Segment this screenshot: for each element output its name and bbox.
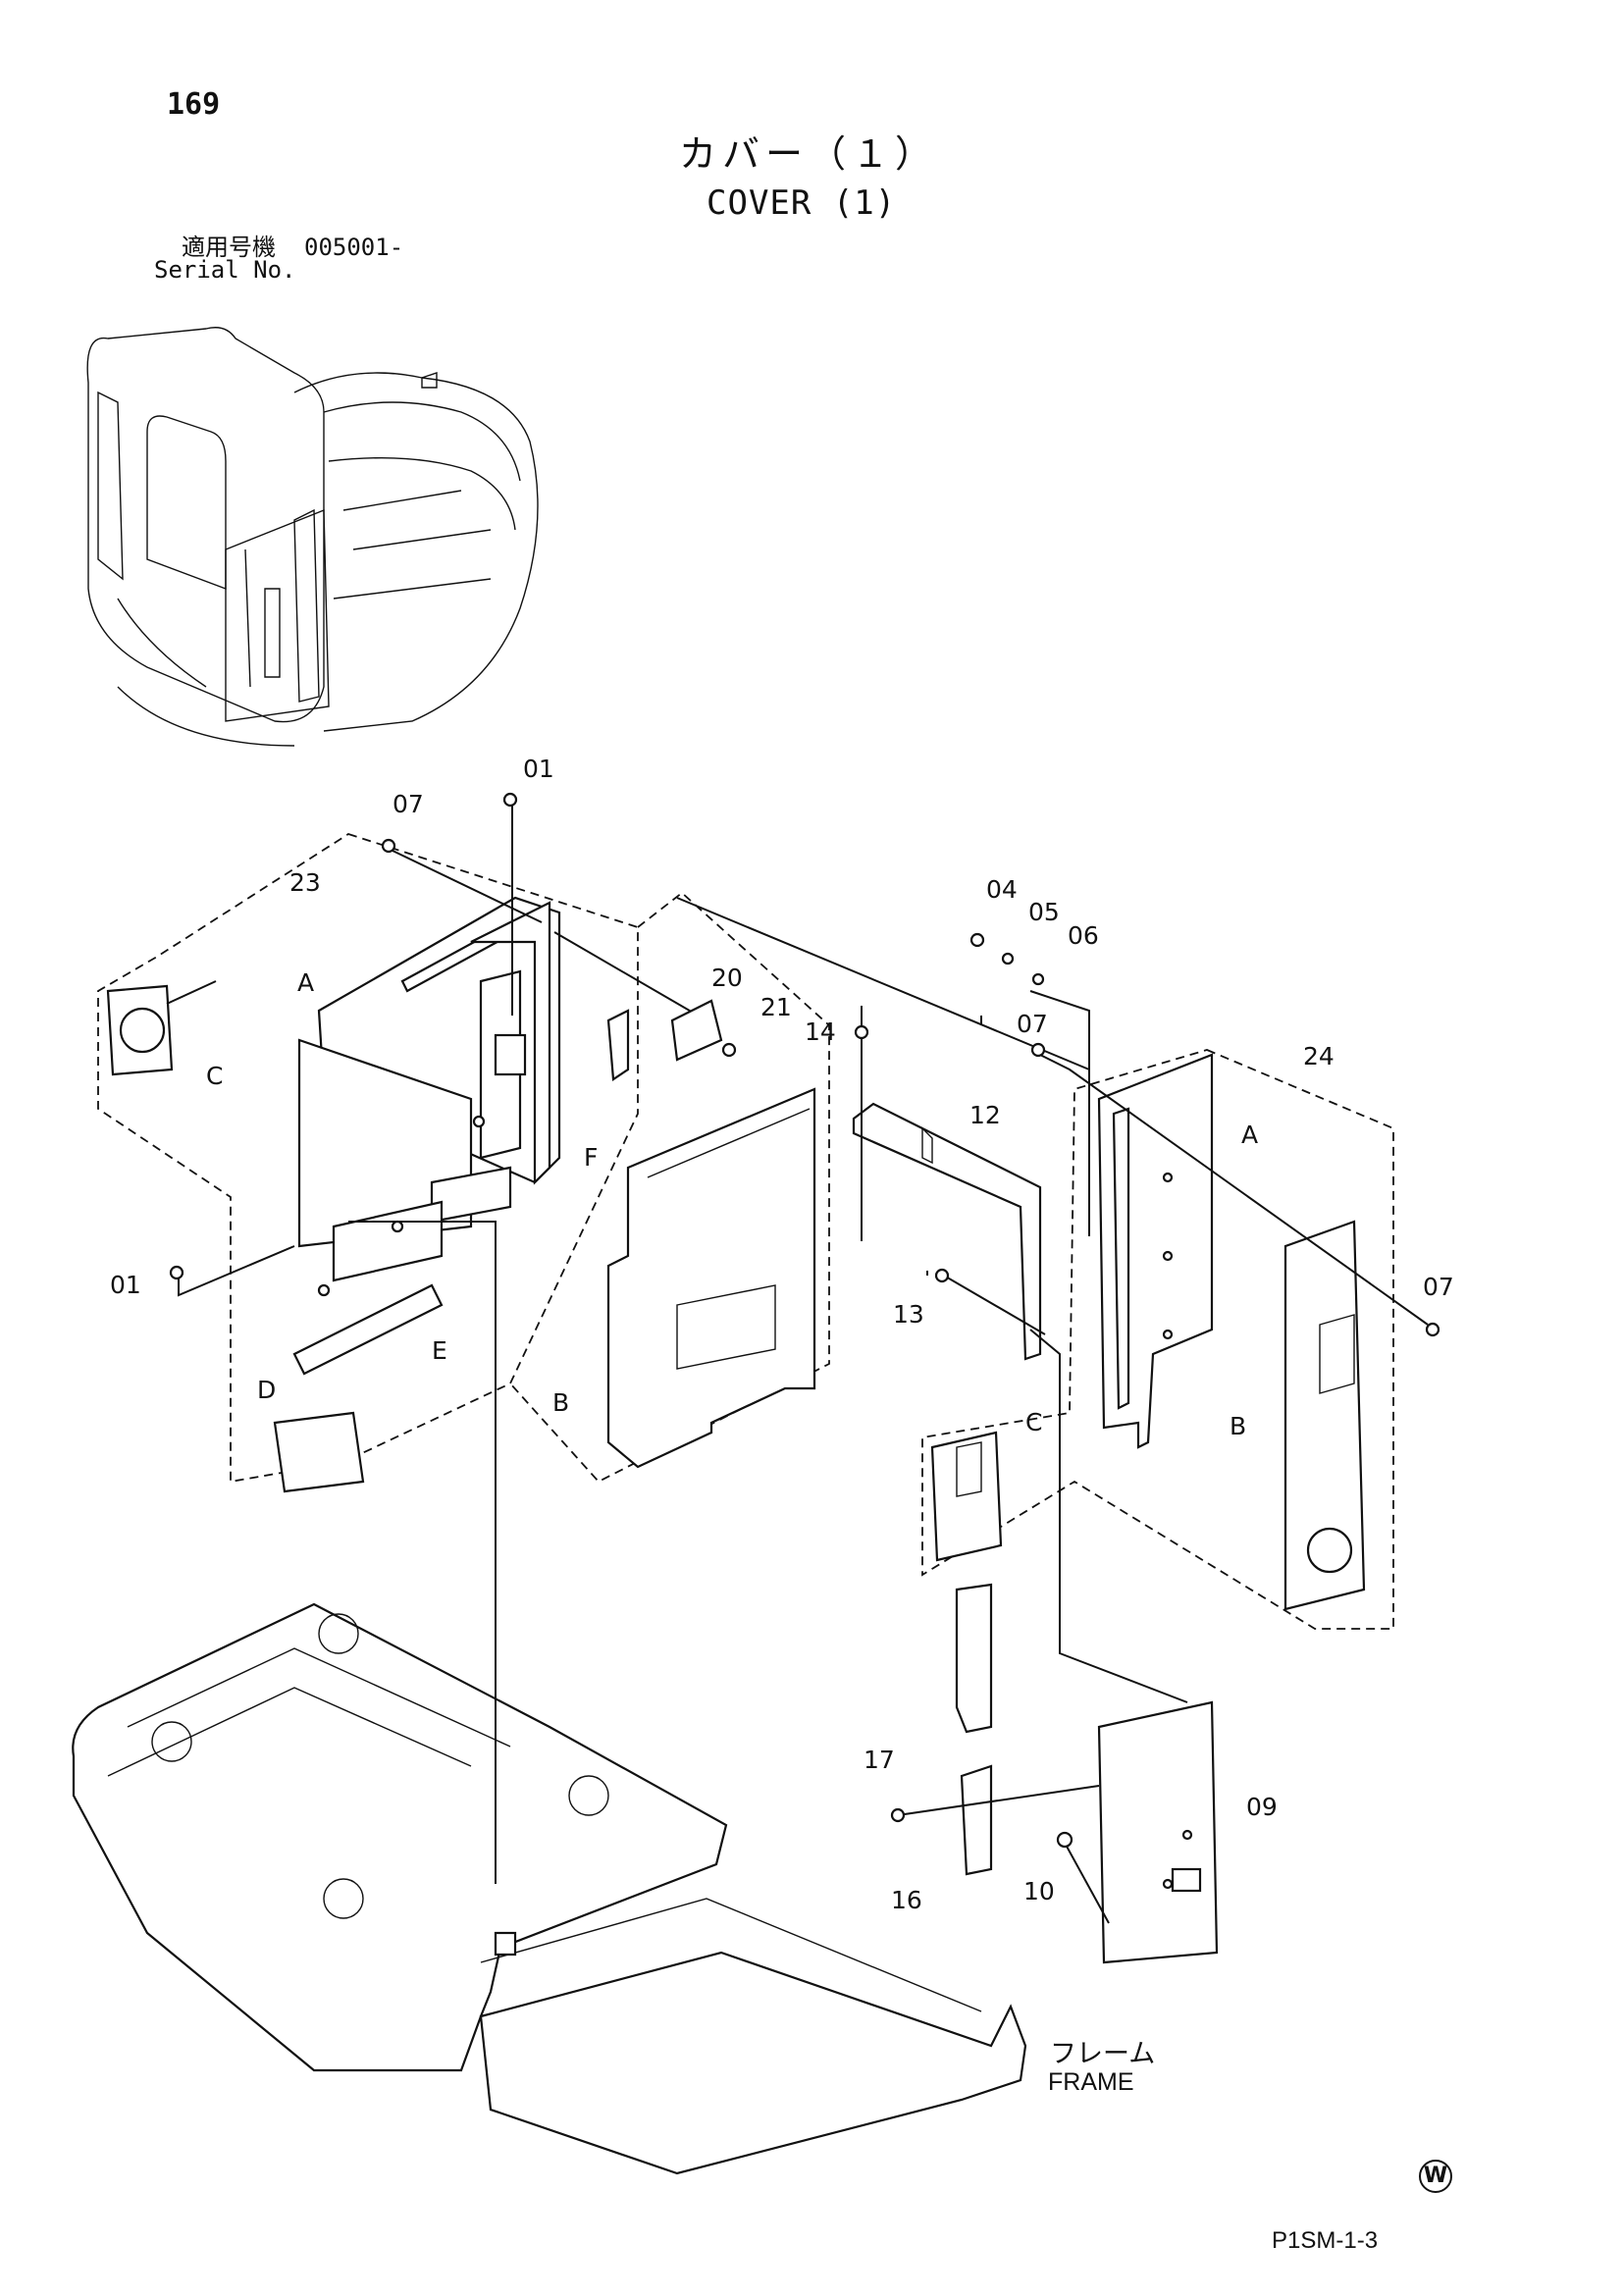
callout-20: 20 — [711, 964, 743, 992]
label-d: D — [257, 1376, 276, 1404]
bolt-14 — [854, 1024, 869, 1040]
left-cover-assembly — [106, 896, 630, 1493]
component-09-assembly — [955, 1583, 1219, 1964]
label-a-right: A — [1241, 1121, 1258, 1149]
bolt-17 — [890, 1807, 906, 1823]
callout-21: 21 — [760, 993, 792, 1021]
center-cover-panel — [606, 1087, 816, 1469]
label-e: E — [432, 1336, 447, 1365]
serial-label-japanese: 適用号機 — [182, 234, 276, 261]
serial-number-value: 005001- — [304, 234, 404, 261]
label-f: F — [584, 1143, 598, 1172]
bracket-20 — [670, 999, 723, 1062]
nut-13 — [934, 1268, 950, 1283]
washer-05 — [1001, 952, 1015, 965]
label-b-left: B — [552, 1388, 569, 1417]
bolt-07-top — [381, 838, 396, 854]
bolt-04 — [969, 932, 985, 948]
w-mark-icon: W — [1419, 2160, 1452, 2193]
group-23-boundary — [97, 833, 639, 1484]
bolt-01-left — [169, 1265, 184, 1280]
frame-label-japanese: フレーム — [1050, 2039, 1156, 2069]
callout-23: 23 — [289, 868, 321, 897]
right-plate-b — [1283, 1220, 1366, 1611]
page-number: 169 — [167, 87, 221, 122]
bracket-c-right — [930, 1431, 1003, 1562]
bracket-12 — [852, 1102, 1042, 1361]
bolt-01-top — [502, 792, 518, 808]
sub-letter-labels: A C F E B D A B C — [206, 968, 1258, 1440]
bolt-07-right — [1425, 1322, 1440, 1337]
callout-numbers: 01 07 23 20 21 01 04 05 06 07 24 14 12 1… — [110, 755, 1454, 1914]
label-c-left: C — [206, 1062, 223, 1090]
callout-24: 24 — [1303, 1042, 1335, 1070]
callout-16: 16 — [891, 1886, 922, 1914]
nut-10 — [1056, 1831, 1073, 1849]
frame-label-english: FRAME — [1048, 2068, 1134, 2096]
callout-06: 06 — [1068, 921, 1099, 950]
callout-04: 04 — [986, 875, 1018, 904]
callout-01-left: 01 — [110, 1271, 141, 1299]
page-title-english: COVER (1) — [707, 183, 897, 223]
callout-05: 05 — [1028, 898, 1060, 926]
upper-frame — [72, 1602, 1027, 2175]
group-central-cover-boundary — [509, 891, 830, 1484]
callout-07-mid: 07 — [1017, 1010, 1048, 1038]
washer-06 — [1031, 972, 1045, 986]
callout-14: 14 — [805, 1018, 836, 1046]
machine-overview-illustration — [86, 327, 539, 747]
callout-10: 10 — [1023, 1877, 1055, 1905]
callout-01-top: 01 — [523, 755, 554, 783]
callout-13: 13 — [893, 1300, 924, 1329]
right-cover-a — [1097, 1053, 1214, 1449]
drawing-code: P1SM-1-3 — [1272, 2227, 1379, 2254]
label-a-left: A — [297, 968, 314, 997]
bolt-07-mid — [1030, 1042, 1046, 1058]
leader-lines — [166, 803, 1429, 1924]
label-b-right: B — [1230, 1412, 1246, 1440]
callout-09: 09 — [1246, 1793, 1278, 1821]
serial-label-english: Serial No. — [154, 256, 296, 284]
bolt-21 — [721, 1042, 737, 1058]
callout-07-top: 07 — [393, 790, 424, 818]
fasteners — [169, 792, 1440, 1849]
label-c-right: C — [1025, 1408, 1042, 1436]
page-title-japanese: カバー（１） — [679, 132, 939, 176]
callout-12: 12 — [969, 1101, 1001, 1129]
callout-17: 17 — [864, 1746, 895, 1774]
callout-07-right: 07 — [1423, 1273, 1454, 1301]
